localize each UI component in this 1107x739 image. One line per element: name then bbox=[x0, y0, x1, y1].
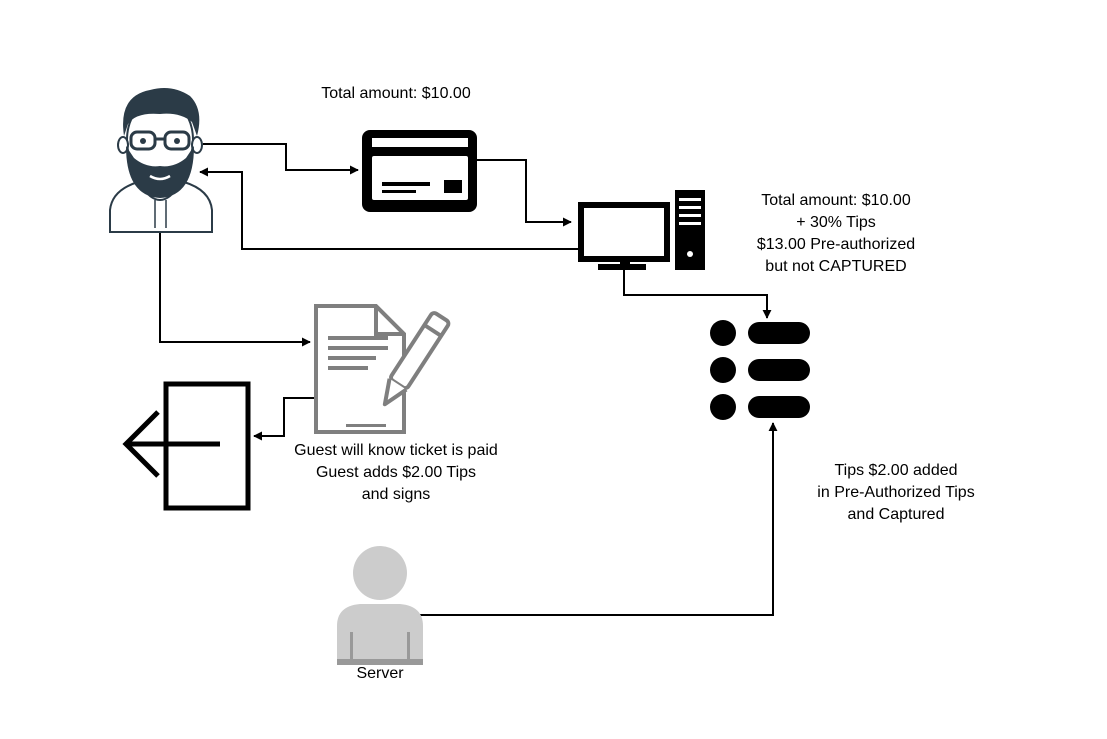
signed-document-icon bbox=[314, 304, 451, 434]
customer-avatar-icon bbox=[109, 88, 213, 233]
exit-door-icon bbox=[122, 381, 251, 511]
connector-terminal-to-list bbox=[623, 268, 772, 319]
terminal-amount-line3: $13.00 Pre-authorized bbox=[756, 236, 916, 253]
desktop-computer-icon bbox=[578, 190, 705, 270]
server-label: Server bbox=[330, 663, 430, 685]
connectors bbox=[159, 143, 778, 616]
card-total-text: Total amount: $10.00 bbox=[321, 85, 471, 102]
server-person-icon bbox=[337, 546, 423, 665]
server-tips-line1: Tips $2.00 added bbox=[834, 462, 958, 479]
connector-receipt-to-exit bbox=[253, 397, 316, 441]
bulleted-list-icon bbox=[710, 320, 810, 420]
terminal-amount-line1: Total amount: $10.00 bbox=[761, 192, 911, 209]
server-tips-line3: and Captured bbox=[847, 506, 945, 523]
terminal-amount-label: Total amount: $10.00 + 30% Tips $13.00 P… bbox=[716, 190, 956, 278]
card-total-label: Total amount: $10.00 bbox=[296, 83, 496, 105]
server-tips-label: Tips $2.00 added in Pre-Authorized Tips … bbox=[786, 460, 1006, 526]
connector-server-to-list bbox=[420, 422, 778, 616]
terminal-amount-line4: but not CAPTURED bbox=[765, 258, 907, 275]
guest-action-line2: Guest adds $2.00 Tips bbox=[315, 464, 477, 481]
terminal-amount-line2: + 30% Tips bbox=[796, 214, 876, 231]
connector-terminal-to-customer bbox=[199, 167, 578, 250]
connector-customer-to-receipt bbox=[159, 232, 311, 347]
connector-card-to-terminal bbox=[476, 159, 572, 227]
guest-action-label: Guest will know ticket is paid Guest add… bbox=[266, 440, 526, 506]
connector-customer-to-card bbox=[203, 143, 359, 175]
server-tips-line2: in Pre-Authorized Tips bbox=[817, 484, 975, 501]
guest-action-line1: Guest will know ticket is paid bbox=[294, 442, 498, 459]
credit-card-icon bbox=[362, 130, 477, 212]
guest-action-line3: and signs bbox=[361, 486, 431, 503]
server-label-text: Server bbox=[356, 665, 404, 682]
